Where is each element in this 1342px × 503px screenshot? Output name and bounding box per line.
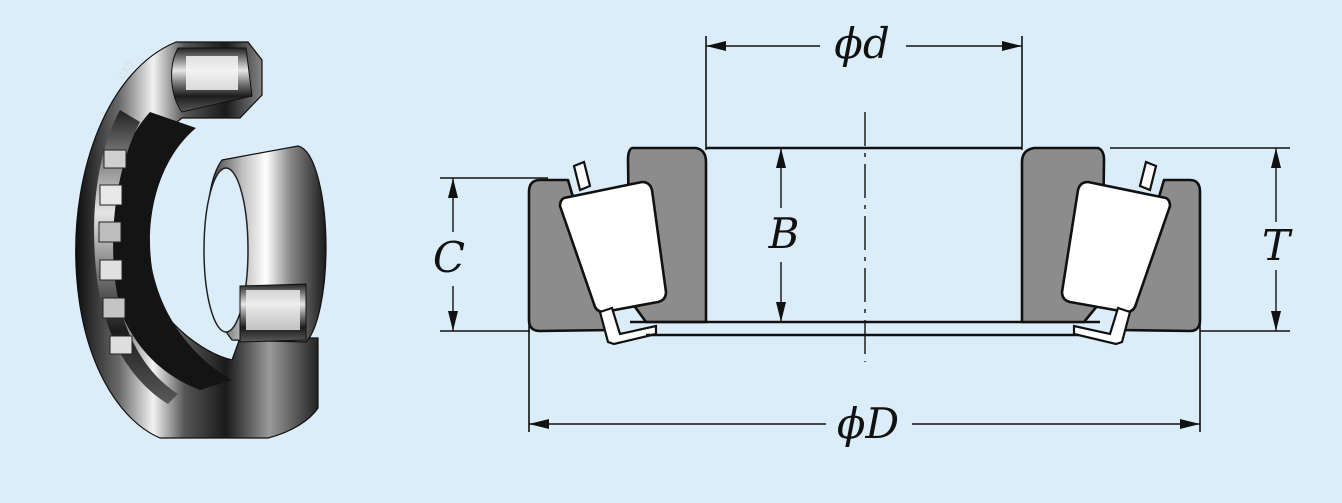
label-bore-diameter: ϕd [834, 19, 890, 68]
roller-cage [94, 110, 178, 404]
right-section [1020, 146, 1202, 346]
tapered-roller-bearing-photo: CKS [75, 41, 327, 439]
label-outer-diameter: ϕD [837, 399, 899, 448]
cage-right-top [1138, 160, 1158, 192]
tapered-roller-bearing-cross-section: ϕd B C T ϕD [433, 19, 1293, 448]
dimension-bore-diameter: ϕd [706, 19, 1022, 68]
label-total-width: T [1262, 221, 1293, 270]
dimension-outer-diameter: ϕD [529, 399, 1200, 448]
extension-lines [440, 36, 1290, 432]
cage-right-bottom [1072, 306, 1132, 346]
dimension-inner-ring-width: B [768, 148, 800, 322]
left-section [527, 146, 1100, 346]
label-outer-ring-width: C [433, 233, 465, 282]
cage-left-bottom [598, 306, 658, 346]
dimension-outer-ring-width: C [433, 178, 465, 331]
dimension-total-width: T [1262, 148, 1293, 331]
visible-rollers [98, 149, 133, 355]
cage-left-top [572, 160, 592, 192]
cup-raceway [107, 112, 232, 390]
bore-opening [203, 167, 249, 333]
label-inner-ring-width: B [768, 209, 800, 258]
roller-right [1060, 180, 1172, 314]
roller-left [558, 180, 668, 314]
